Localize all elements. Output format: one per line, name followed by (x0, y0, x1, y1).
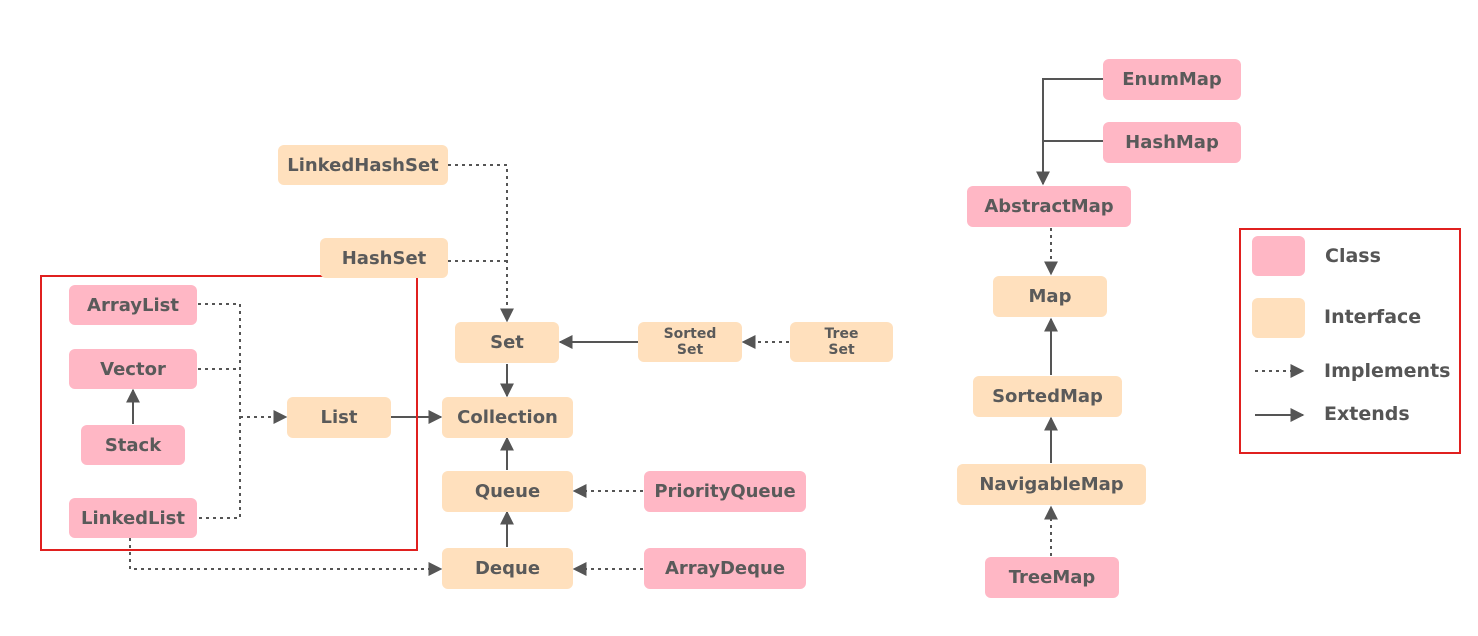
legend-interface-swatch (1252, 298, 1305, 338)
list-group-frame (40, 275, 418, 551)
treemap-node: TreeMap (985, 557, 1119, 598)
collection-node: Collection (442, 397, 573, 438)
legend-frame (1239, 228, 1461, 454)
set-node: Set (455, 322, 559, 363)
list-node: List (287, 397, 391, 438)
linkedhashset-to-set-implements (448, 164, 514, 323)
deque-node: Deque (442, 548, 573, 589)
treeset-node: Tree Set (790, 322, 893, 362)
sortedset-node: Sorted Set (638, 322, 742, 362)
linkedlist-to-deque-implements (129, 538, 443, 576)
hashmap-node: HashMap (1103, 122, 1241, 163)
hashset-node: HashSet (320, 238, 448, 278)
linkedlist-node: LinkedList (69, 498, 197, 538)
legend-interface-label: Interface (1324, 306, 1422, 328)
queue-node: Queue (442, 471, 573, 512)
sortedset-line2: Set (676, 342, 704, 358)
sortedmap-node: SortedMap (973, 376, 1122, 417)
legend-implements-label: Implements (1324, 360, 1451, 382)
treeset-line1: Tree (824, 326, 859, 342)
enummap-to-abstractmap-extends (1036, 78, 1103, 186)
priorityqueue-node: PriorityQueue (644, 471, 806, 512)
legend-class-swatch (1252, 236, 1305, 276)
map-node: Map (993, 276, 1107, 317)
navigablemap-node: NavigableMap (957, 464, 1146, 505)
legend-class-label: Class (1325, 245, 1381, 267)
stack-node: Stack (81, 425, 185, 465)
arraylist-to-list-implements (198, 303, 241, 519)
legend-extends-label: Extends (1324, 403, 1410, 425)
linkedhashset-node: LinkedHashSet (278, 145, 448, 185)
treeset-line2: Set (828, 342, 855, 358)
enummap-node: EnumMap (1103, 59, 1241, 100)
arraylist-node: ArrayList (69, 285, 197, 325)
vector-node: Vector (69, 349, 197, 389)
arraydeque-node: ArrayDeque (644, 548, 806, 589)
abstractmap-node: AbstractMap (967, 186, 1131, 227)
sortedset-line1: Sorted (663, 326, 717, 342)
